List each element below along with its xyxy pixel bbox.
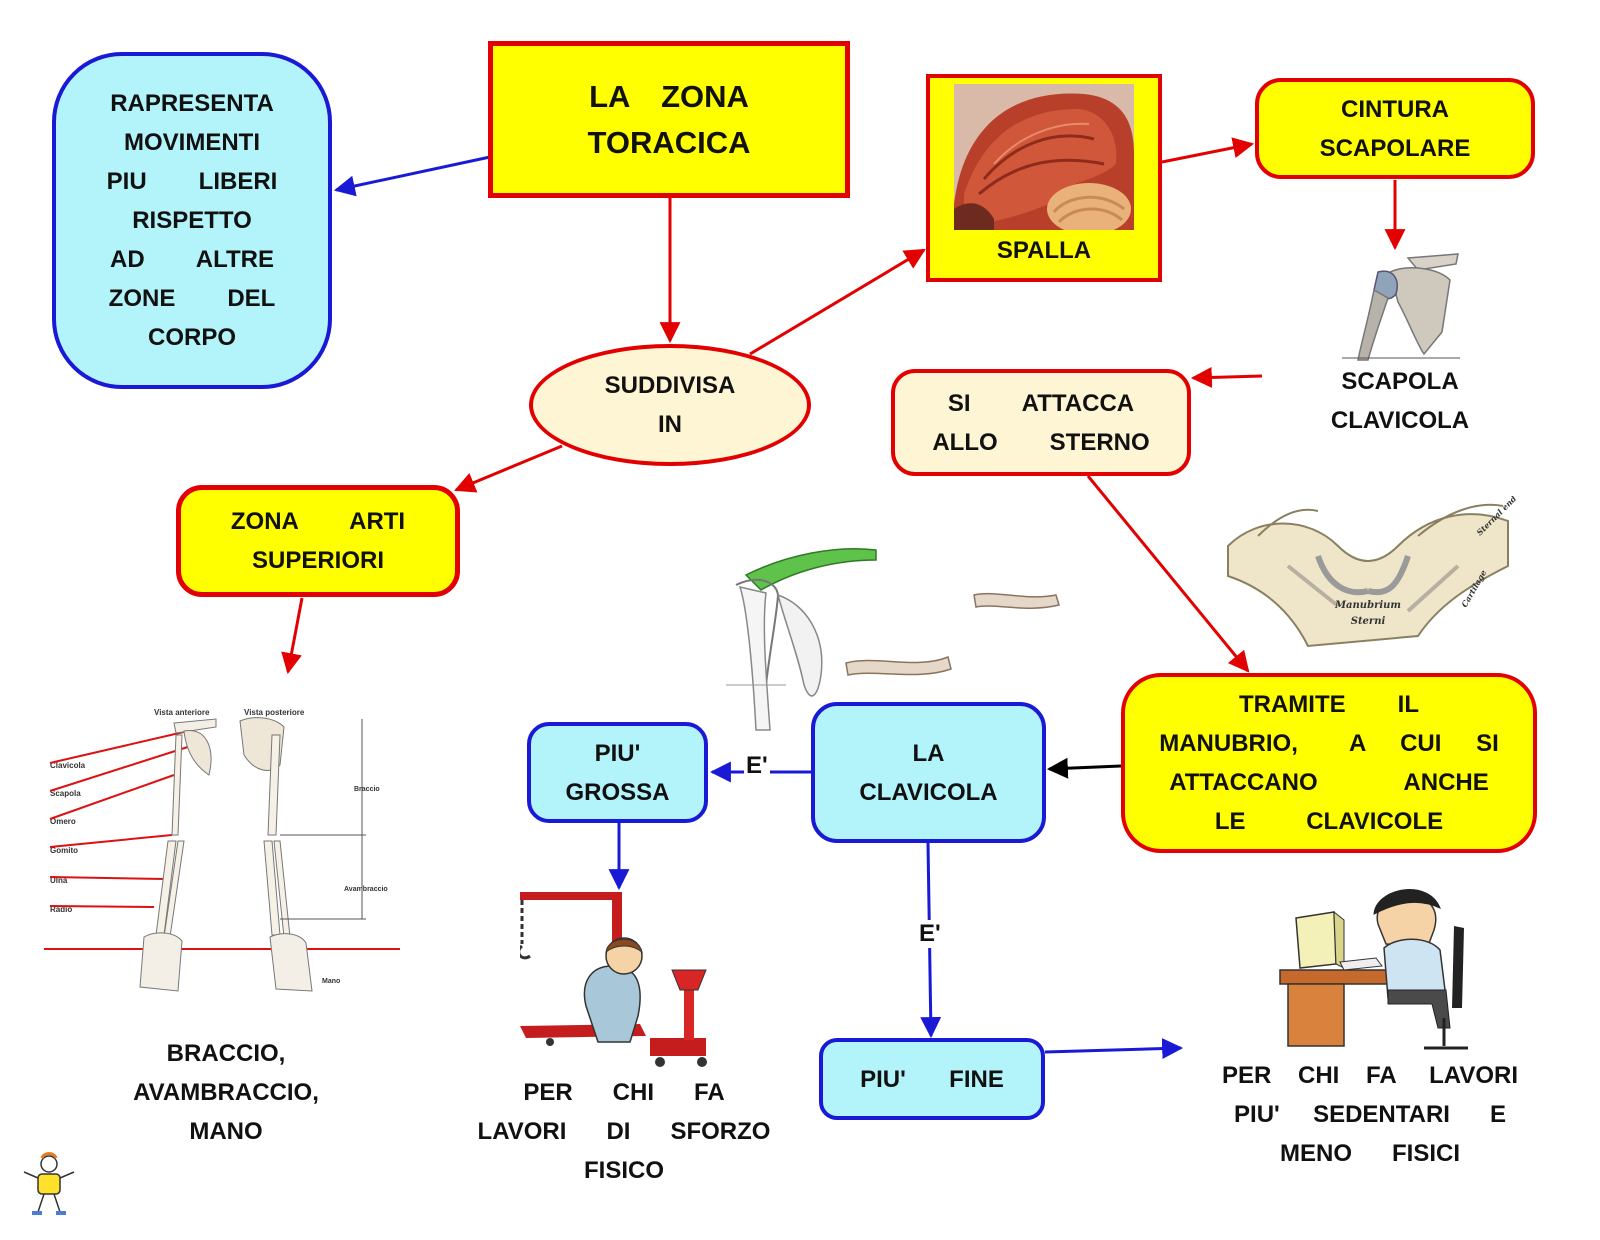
manubrio-text: TRAMITE IL MANUBRIO, A CUI SI ATTACCANO … bbox=[1159, 691, 1499, 835]
spalla-box: SPALLA bbox=[926, 74, 1162, 282]
clavicola-box: LA CLAVICOLA bbox=[811, 702, 1046, 843]
lavori-sforzo-text: PER CHI FA LAVORI DI SFORZO FISICO bbox=[477, 1079, 771, 1184]
scapola-clavicola-text: SCAPOLA CLAVICOLA bbox=[1330, 368, 1470, 434]
sternum-label-manubrium: Manubrium bbox=[1334, 600, 1401, 611]
anatomy-label-scapola: Scapola bbox=[50, 789, 81, 798]
piu-grossa-text: PIU' GROSSA bbox=[565, 739, 670, 806]
anatomy-label-braccio: Braccio bbox=[354, 786, 380, 793]
attacca-box: SI ATTACCA ALLO STERNO bbox=[891, 369, 1191, 476]
lavori-sedentari-text: PER CHI FA LAVORI PIU' SEDENTARI E MENO … bbox=[1221, 1062, 1519, 1167]
edge-label-e-down: E' bbox=[917, 920, 943, 948]
piu-fine-box: PIU' FINE bbox=[819, 1038, 1045, 1120]
arrow-manubrio-to-clavicola bbox=[1046, 757, 1122, 779]
office-worker-illustration bbox=[1279, 889, 1468, 1050]
cintura-text: CINTURA SCAPOLARE bbox=[1319, 95, 1471, 162]
anatomy-label-vista-anteriore: Vista anteriore bbox=[154, 708, 210, 717]
arrow-spalla-to-cintura bbox=[1161, 137, 1255, 164]
anatomy-label-ulna: Ulna bbox=[50, 876, 68, 885]
cintura-box: CINTURA SCAPOLARE bbox=[1255, 78, 1535, 179]
attacca-text: SI ATTACCA ALLO STERNO bbox=[932, 389, 1150, 456]
arrow-arti-to-arm bbox=[281, 597, 304, 675]
arrow-fine-to-office bbox=[1044, 1038, 1184, 1060]
clavicola-text: LA CLAVICOLA bbox=[859, 739, 998, 806]
piu-fine-text: PIU' FINE bbox=[860, 1065, 1004, 1093]
piu-grossa-box: PIU' GROSSA bbox=[527, 722, 708, 823]
anatomy-label-radio: Radio bbox=[50, 905, 72, 914]
arrow-suddivisa-to-spalla bbox=[749, 248, 926, 356]
suddivisa-ellipse: SUDDIVISA IN bbox=[529, 344, 811, 466]
sternum-illustration: Manubrium Sterni Sternal end Cartilage bbox=[1227, 496, 1516, 648]
anatomy-label-mano: Mano bbox=[322, 978, 340, 985]
arrow-scapola-to-attacca bbox=[1190, 366, 1263, 388]
anatomy-label-gomito: Gomito bbox=[50, 846, 78, 855]
arrow-title-to-description bbox=[333, 155, 491, 197]
arrow-suddivisa-to-arti bbox=[454, 444, 563, 493]
mascot-icon bbox=[23, 1152, 75, 1215]
arrow-attacca-to-manubrio bbox=[1086, 475, 1250, 673]
zona-arti-box: ZONA ARTI SUPERIORI bbox=[176, 485, 460, 597]
manubrio-box: TRAMITE IL MANUBRIO, A CUI SI ATTACCANO … bbox=[1121, 673, 1537, 853]
crane-worker-illustration bbox=[520, 892, 707, 1067]
edge-label-e-left: E' bbox=[744, 752, 770, 780]
description-text: RAPRESENTA MOVIMENTI PIU LIBERI RISPETTO… bbox=[106, 90, 278, 351]
scapula-illustration bbox=[1342, 253, 1460, 361]
anatomy-label-clavicola: Clavicola bbox=[50, 761, 86, 770]
shoulder-muscle-illustration bbox=[954, 84, 1134, 230]
spalla-text: SPALLA bbox=[996, 237, 1092, 264]
suddivisa-text: SUDDIVISA IN bbox=[604, 372, 736, 438]
arm-skeleton-illustration: Vista anteriore Vista posteriore Clavico… bbox=[44, 708, 400, 992]
sternum-label-sterni: Sterni bbox=[1351, 616, 1386, 627]
title-text: LA ZONA TORACICA bbox=[587, 78, 751, 160]
anatomy-label-omero: Omero bbox=[50, 817, 76, 826]
description-box: RAPRESENTA MOVIMENTI PIU LIBERI RISPETTO… bbox=[52, 52, 332, 389]
anatomy-label-vista-posteriore: Vista posteriore bbox=[244, 708, 305, 717]
title-box: LA ZONA TORACICA bbox=[488, 41, 850, 198]
braccio-text: BRACCIO, AVAMBRACCIO, MANO bbox=[133, 1040, 319, 1145]
zona-arti-text: ZONA ARTI SUPERIORI bbox=[230, 508, 406, 574]
anatomy-label-avambraccio: Avambraccio bbox=[344, 886, 388, 893]
clavicle-bones-illustration bbox=[726, 547, 1060, 731]
